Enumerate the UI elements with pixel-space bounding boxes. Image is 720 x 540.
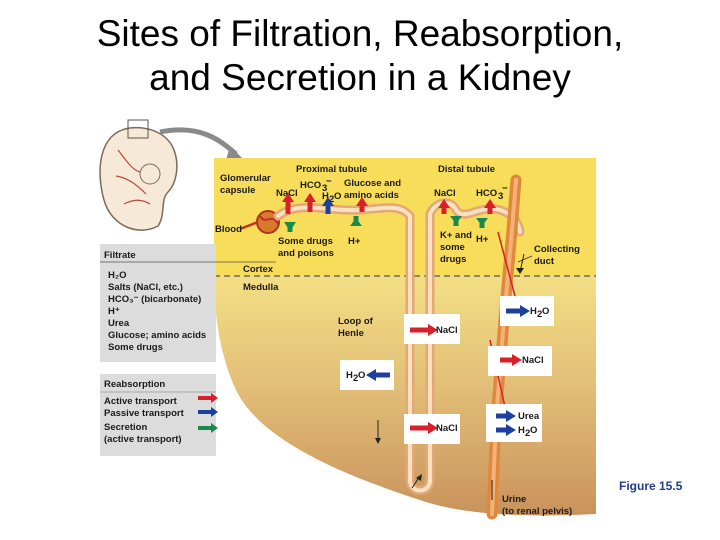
medulla-h2o-box-loop: H 2 O — [340, 360, 394, 390]
glucose-label: amino acids — [344, 190, 399, 201]
collecting-urea-h2o-box: Urea H 2 O — [486, 404, 542, 442]
svg-text:3: 3 — [498, 191, 503, 202]
hco3-label: HCO — [300, 180, 321, 191]
medulla-label: Medulla — [243, 282, 279, 293]
svg-text:3: 3 — [322, 183, 327, 194]
glomerular-capsule-label: Glomerular — [220, 173, 271, 184]
collecting-duct-label: Collecting — [534, 244, 580, 255]
filtrate-item: Salts (NaCl, etc.) — [108, 282, 183, 293]
nacl-label: NaCl — [436, 423, 458, 434]
svg-text:O: O — [542, 306, 549, 317]
filtrate-item: H₂O — [108, 270, 126, 281]
glomerular-capsule-label: capsule — [220, 185, 255, 196]
distal-hco3-label: HCO — [476, 188, 497, 199]
filtrate-item: Glucose; amino acids — [108, 330, 206, 341]
legend-box: Reabsorption Active transport Passive tr… — [100, 374, 218, 456]
h2o-label: H — [322, 191, 329, 202]
svg-text:2: 2 — [525, 428, 530, 439]
svg-text:O: O — [530, 425, 537, 436]
title-line-1: Sites of Filtration, Reabsorption, — [96, 13, 624, 54]
medulla-nacl-box-1: NaCl — [404, 314, 460, 344]
loop-of-henle-label: Loop of — [338, 316, 374, 327]
collecting-duct-label: duct — [534, 256, 555, 267]
figure-caption: Figure 15.5 — [619, 479, 683, 493]
legend-heading: Reabsorption — [104, 379, 165, 390]
proximal-tubule-label: Proximal tubule — [296, 164, 367, 175]
collecting-nacl-box: NaCl — [488, 346, 552, 376]
filtrate-item: Some drugs — [108, 342, 163, 353]
some-drugs-label: Some drugs — [278, 236, 333, 247]
proximal-h-label: H+ — [348, 236, 361, 247]
filtrate-heading: Filtrate — [104, 250, 136, 261]
k-drugs-label: K+ and — [440, 230, 472, 241]
filtrate-item: HCO₃⁻ (bicarbonate) — [108, 294, 201, 305]
nacl-label: NaCl — [276, 188, 298, 199]
k-drugs-label: drugs — [440, 254, 466, 265]
slide-title: Sites of Filtration, Reabsorption, and S… — [0, 12, 720, 100]
loop-of-henle-label: Henle — [338, 328, 364, 339]
nacl-label: NaCl — [436, 325, 458, 336]
svg-text:O: O — [358, 370, 365, 381]
medulla-nacl-box-2: NaCl — [404, 414, 460, 444]
collecting-h2o-box: H 2 O — [500, 296, 554, 326]
legend-secretion-sub-label: (active transport) — [104, 434, 182, 445]
legend-passive-label: Passive transport — [104, 408, 185, 419]
svg-text:−: − — [502, 183, 508, 194]
some-drugs-label: and poisons — [278, 248, 334, 259]
svg-text:2: 2 — [353, 373, 358, 384]
distal-nacl-label: NaCl — [434, 188, 456, 199]
nacl-label: NaCl — [522, 355, 544, 366]
svg-text:2: 2 — [537, 309, 542, 320]
distal-tubule-label: Distal tubule — [438, 164, 495, 175]
legend-active-label: Active transport — [104, 396, 178, 407]
filtrate-box: Filtrate H₂O Salts (NaCl, etc.) HCO₃⁻ (b… — [100, 244, 276, 362]
urine-label: (to renal pelvis) — [502, 506, 572, 517]
filtrate-item: H⁺ — [108, 306, 120, 317]
title-line-2: and Secretion in a Kidney — [149, 57, 571, 98]
blood-label: Blood — [215, 224, 242, 235]
glucose-label: Glucose and — [344, 178, 401, 189]
svg-text:O: O — [334, 191, 341, 202]
legend-secretion-label: Secretion — [104, 422, 147, 433]
h2o-label: H — [530, 306, 537, 317]
kidney-icon — [99, 119, 242, 231]
urine-label: Urine — [502, 494, 526, 505]
urea-label: Urea — [518, 411, 540, 422]
h2o-label: H — [518, 425, 525, 436]
distal-h-label: H+ — [476, 234, 489, 245]
k-drugs-label: some — [440, 242, 465, 253]
h2o-label: H — [346, 370, 353, 381]
cortex-label: Cortex — [243, 264, 274, 275]
svg-text:2: 2 — [329, 194, 334, 205]
svg-text:−: − — [326, 176, 332, 187]
filtrate-item: Urea — [108, 318, 130, 329]
